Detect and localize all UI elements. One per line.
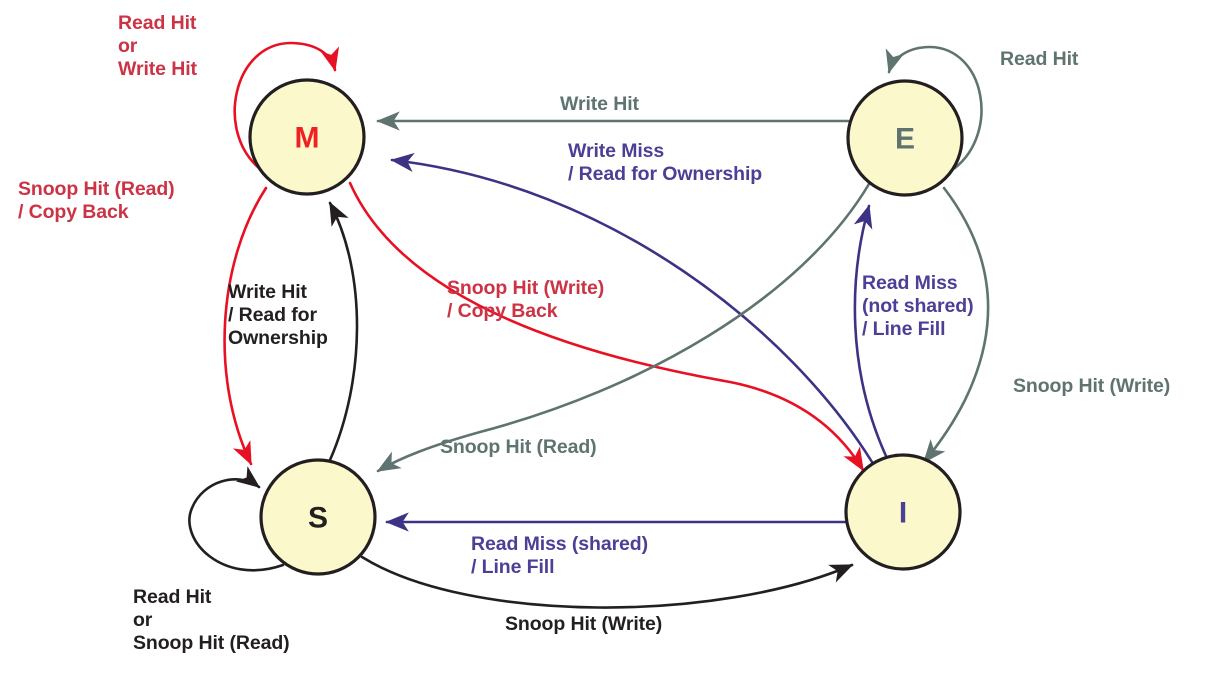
label-m-self-loop: Read Hit or Write Hit bbox=[118, 12, 197, 80]
edge-e-self-loop bbox=[885, 45, 983, 170]
edge-s-to-m bbox=[328, 201, 359, 462]
state-node-I[interactable]: I bbox=[844, 453, 962, 571]
state-letter-I: I bbox=[899, 497, 907, 530]
state-node-S[interactable]: S bbox=[259, 458, 377, 576]
edge-e-to-i bbox=[922, 186, 990, 464]
edge-i-to-m bbox=[390, 152, 874, 464]
label-s-to-m: Write Hit / Read for Ownership bbox=[228, 281, 328, 349]
edge-m-self-loop bbox=[233, 41, 340, 170]
label-i-to-s: Read Miss (shared) / Line Fill bbox=[471, 533, 649, 578]
label-i-to-e: Read Miss (not shared) / Line Fill bbox=[862, 272, 974, 340]
edge-s-to-i bbox=[360, 555, 854, 609]
edge-m-to-s bbox=[223, 186, 268, 466]
label-s-self-loop: Read Hit or Snoop Hit (Read) bbox=[133, 586, 290, 654]
state-circle-E[interactable] bbox=[846, 79, 964, 197]
state-circle-M[interactable] bbox=[248, 78, 366, 196]
label-e-self-loop: Read Hit bbox=[1000, 48, 1079, 70]
label-m-to-s: Snoop Hit (Read) / Copy Back bbox=[18, 178, 175, 223]
label-m-to-i: Snoop Hit (Write) / Copy Back bbox=[447, 277, 605, 322]
edge-i-to-e bbox=[853, 204, 888, 458]
label-i-to-m: Write Miss / Read for Ownership bbox=[568, 140, 763, 185]
edge-e-to-s bbox=[376, 182, 871, 473]
edge-m-to-i bbox=[348, 181, 865, 472]
label-e-to-i: Snoop Hit (Write) bbox=[1013, 375, 1171, 397]
state-letter-E: E bbox=[895, 123, 915, 156]
edge-s-self-loop bbox=[188, 466, 285, 572]
label-e-to-s: Snoop Hit (Read) bbox=[440, 436, 597, 458]
state-circle-I[interactable] bbox=[844, 453, 962, 571]
state-circle-S[interactable] bbox=[259, 458, 377, 576]
state-node-M[interactable]: M bbox=[248, 78, 366, 196]
state-letter-M: M bbox=[295, 122, 320, 155]
label-s-to-i: Snoop Hit (Write) bbox=[505, 613, 663, 635]
state-letter-S: S bbox=[308, 502, 328, 535]
label-e-to-m: Write Hit bbox=[560, 93, 639, 115]
state-node-E[interactable]: E bbox=[846, 79, 964, 197]
